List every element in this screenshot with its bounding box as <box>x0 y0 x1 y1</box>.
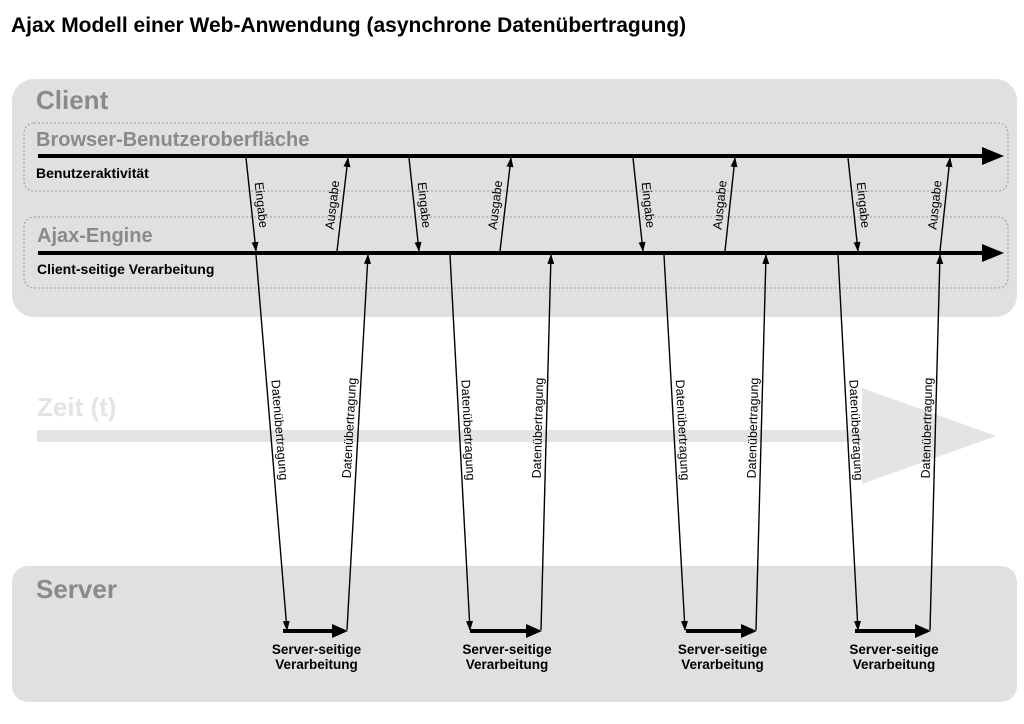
time-axis <box>37 388 996 484</box>
input-arrow-3 <box>632 157 646 252</box>
client-processing-label: Client-seitige Verarbeitung <box>37 261 214 277</box>
transfer-down-arrow-3 <box>663 254 688 631</box>
engine-heading: Ajax-Engine <box>37 225 153 247</box>
user-activity-label: Benutzeraktivität <box>36 165 149 181</box>
transfer-up-arrow-2 <box>540 254 555 631</box>
server-processing-label-1-line1: Server-seitige <box>272 642 362 657</box>
output-label-2: Ausgabe <box>486 180 506 231</box>
server-processing-label-3-line2: Verarbeitung <box>681 657 764 672</box>
user-activity-timeline-head <box>982 147 1004 165</box>
diagram-title: Ajax Modell einer Web-Anwendung (asynchr… <box>11 14 686 37</box>
server-processing-label-4-line1: Server-seitige <box>849 642 939 657</box>
transfer-down-arrow-1 <box>255 254 290 631</box>
transfer-down-label-4: Datenübertragung <box>846 379 865 480</box>
browser-box <box>23 122 1009 192</box>
server-processing-bar-head-3 <box>741 624 757 638</box>
server-processing-label-2-line1: Server-seitige <box>462 642 552 657</box>
output-label-3: Ausgabe <box>710 180 729 231</box>
server-processing-label-1-line2: Verarbeitung <box>275 657 358 672</box>
input-label-1: Eingabe <box>252 181 271 228</box>
time-axis-label: Zeit (t) <box>37 392 116 422</box>
client-processing-timeline-head <box>982 244 1004 262</box>
time-axis-head <box>862 388 996 484</box>
output-label-1: Ausgabe <box>323 180 343 231</box>
output-label-4: Ausgabe <box>925 180 944 231</box>
transfer-down-label-2: Datenübertragung <box>458 379 477 480</box>
server-panel <box>12 566 1017 702</box>
transfer-up-label-1: Datenübertragung <box>340 377 360 478</box>
input-label-4: Eingabe <box>854 181 873 228</box>
input-arrow-4 <box>847 157 861 252</box>
server-processing-label-4-line2: Verarbeitung <box>853 657 936 672</box>
output-arrow-4 <box>939 157 953 252</box>
transfer-up-arrow-3 <box>755 254 770 631</box>
client-heading: Client <box>36 85 109 115</box>
input-arrow-2 <box>408 157 422 252</box>
server-processing-label-2-line2: Verarbeitung <box>466 657 549 672</box>
server-heading: Server <box>36 574 117 604</box>
transfer-up-label-2: Datenübertragung <box>530 377 547 478</box>
transfer-down-label-3: Datenübertragung <box>673 379 693 480</box>
transfer-up-arrow-4 <box>929 254 944 631</box>
transfer-down-arrow-2 <box>449 254 474 631</box>
transfer-up-arrow-1 <box>346 254 371 631</box>
engine-box <box>23 216 1009 289</box>
output-arrow-2 <box>499 157 514 252</box>
output-arrow-1 <box>336 157 351 252</box>
transfer-down-arrow-4 <box>837 254 862 631</box>
transfer-up-label-3: Datenübertragung <box>745 377 762 478</box>
transfer-up-label-4: Datenübertragung <box>919 377 936 478</box>
output-arrow-3 <box>724 157 738 252</box>
server-processing-label-3-line1: Server-seitige <box>678 642 768 657</box>
input-label-2: Eingabe <box>415 181 434 228</box>
input-label-3: Eingabe <box>639 181 658 228</box>
server-processing-bar-head-4 <box>915 624 931 638</box>
input-arrow-1 <box>245 157 259 252</box>
browser-heading: Browser-Benutzeroberfläche <box>36 129 309 151</box>
server-processing-bar-head-2 <box>526 624 542 638</box>
time-axis-shaft <box>37 430 867 442</box>
server-processing-bar-head-1 <box>332 624 348 638</box>
